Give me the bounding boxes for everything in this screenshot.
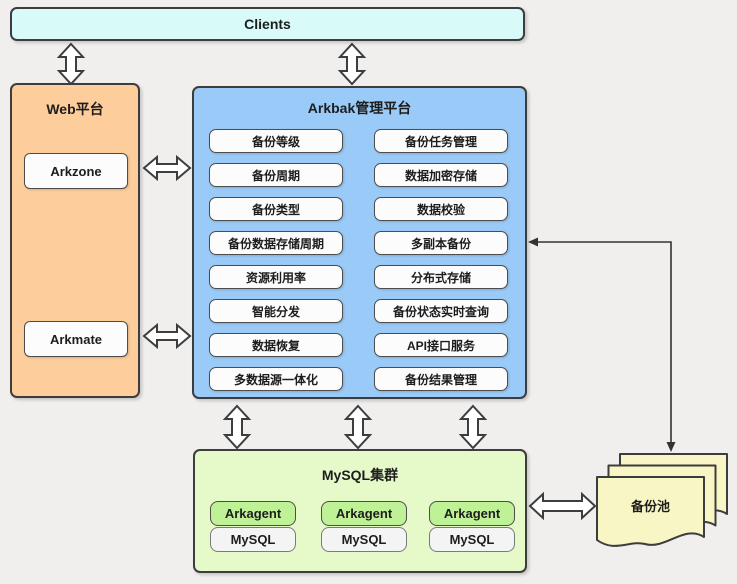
arkbak-platform-box: Arkbak管理平台 备份等级 备份周期 备份类型 备份数据存储周期 资源利用率…: [192, 86, 527, 399]
mysql-box: MySQL: [429, 527, 515, 552]
feature-multicopy-backup: 多副本备份: [374, 231, 508, 255]
thin-connector-arkbak-pool: [534, 241, 672, 445]
arkagent-box: Arkagent: [321, 501, 407, 526]
feature-data-recovery: 数据恢复: [209, 333, 343, 357]
feature-encrypted-storage: 数据加密存储: [374, 163, 508, 187]
arkbak-platform-title: Arkbak管理平台: [307, 100, 412, 116]
feature-resource-usage: 资源利用率: [209, 265, 343, 289]
double-arrow-clients-arkbak: [337, 42, 367, 86]
double-arrow-arkmate-arkbak: [142, 322, 192, 350]
double-arrow-arkbak-mysql-2: [343, 404, 373, 450]
mysql-box: MySQL: [210, 527, 296, 552]
web-platform-box: Web平台 Arkzone Arkmate: [10, 83, 140, 398]
double-arrow-arkzone-arkbak: [142, 154, 192, 182]
mysql-node: Arkagent MySQL: [210, 451, 296, 571]
double-arrow-mysql-pool: [528, 491, 597, 521]
arkmate-box: Arkmate: [24, 321, 128, 357]
feature-backup-level: 备份等级: [209, 129, 343, 153]
arkzone-label: Arkzone: [50, 163, 102, 179]
backup-pool-label: 备份池: [630, 499, 670, 514]
backup-pool-documents: [596, 453, 728, 547]
feature-backup-cycle: 备份周期: [209, 163, 343, 187]
arrowhead-down-icon: [666, 442, 676, 452]
double-arrow-arkbak-mysql-1: [222, 404, 252, 450]
mysql-node: Arkagent MySQL: [429, 451, 515, 571]
feature-result-management: 备份结果管理: [374, 367, 508, 391]
double-arrow-clients-web: [56, 42, 86, 86]
feature-backup-retention: 备份数据存储周期: [209, 231, 343, 255]
arkagent-box: Arkagent: [210, 501, 296, 526]
clients-box: Clients: [10, 7, 525, 41]
clients-label: Clients: [244, 16, 291, 32]
arkmate-label: Arkmate: [49, 331, 103, 347]
feature-distributed-storage: 分布式存储: [374, 265, 508, 289]
feature-multisource-unified: 多数据源一体化: [209, 367, 343, 391]
mysql-box: MySQL: [321, 527, 407, 552]
arrowhead-left-icon: [528, 237, 538, 247]
arkagent-box: Arkagent: [429, 501, 515, 526]
feature-smart-dispatch: 智能分发: [209, 299, 343, 323]
mysql-cluster-title: MySQL集群: [321, 467, 399, 483]
feature-task-management: 备份任务管理: [374, 129, 508, 153]
web-platform-title: Web平台: [46, 101, 104, 117]
double-arrow-arkbak-mysql-3: [458, 404, 488, 450]
feature-backup-type: 备份类型: [209, 197, 343, 221]
arkzone-box: Arkzone: [24, 153, 128, 189]
mysql-node: Arkagent MySQL: [321, 451, 407, 571]
mysql-cluster-box: MySQL集群 Arkagent MySQL Arkagent MySQL Ar…: [193, 449, 527, 573]
feature-data-verification: 数据校验: [374, 197, 508, 221]
feature-status-query: 备份状态实时查询: [374, 299, 508, 323]
document-shape-front: [596, 476, 705, 547]
feature-api-service: API接口服务: [374, 333, 508, 357]
